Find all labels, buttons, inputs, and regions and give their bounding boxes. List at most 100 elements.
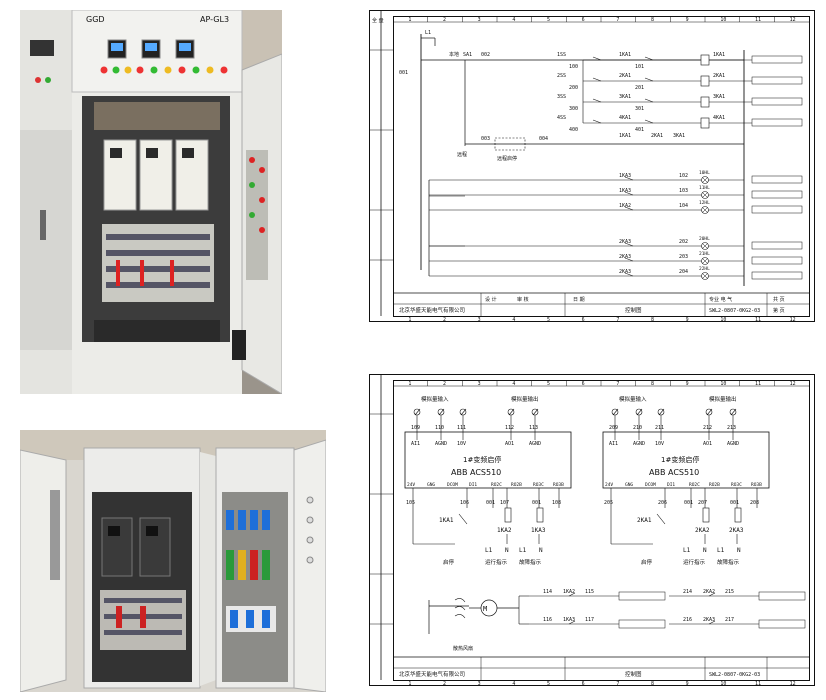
zone-number: 8 (651, 17, 654, 23)
sheet-number-top: 第 页 (773, 307, 785, 314)
output-box (751, 256, 803, 265)
zone-number: 10 (720, 681, 726, 686)
lamp-label: 21HL (699, 251, 710, 257)
meter-row (107, 39, 195, 59)
n-label: N (539, 547, 543, 554)
wire-004: 004 (539, 136, 548, 142)
run-indicator-label: 运行指示 (485, 558, 508, 566)
zone-number: 6 (582, 317, 585, 322)
remote-label: 远程 (457, 151, 467, 158)
cabinet-brand-left: GGD (86, 15, 105, 24)
zone-number: 4 (512, 17, 515, 23)
wire-label: 108 (552, 500, 561, 506)
wire-label: 203 (679, 254, 688, 260)
zone-number: 10 (720, 17, 726, 23)
analog-output-label: 模拟量输出 (511, 395, 539, 403)
lamp-label: 11HL (699, 185, 710, 191)
wire-label: 201 (635, 85, 644, 91)
vfd-box (602, 431, 770, 489)
terminal-number: 110 (435, 425, 444, 431)
zone-number: 6 (582, 381, 585, 387)
pin-label: AO1 (505, 441, 514, 447)
relay-label: 3KA1 (713, 94, 725, 100)
wire-label: 207 (698, 500, 707, 506)
zone-number: 5 (547, 381, 550, 387)
pin-label: RO3B (553, 482, 564, 488)
vfd-title: 1#变频启停 (661, 455, 699, 464)
relay-label: 2KA3 (619, 254, 631, 260)
wire-label: 204 (679, 269, 688, 275)
contactor-label: 3SS (557, 94, 566, 100)
analog-input-label: 模拟量输入 (421, 395, 449, 403)
zone-number: 12 (790, 317, 796, 322)
zone-number: 7 (616, 381, 619, 387)
pin-label: AI1 (411, 441, 420, 447)
relay-label: 1KA3 (531, 527, 546, 534)
zone-number: 12 (790, 681, 796, 686)
analog-output-label: 模拟量输出 (709, 395, 737, 403)
wire-label: 400 (569, 127, 578, 133)
wire-label: 100 (569, 64, 578, 70)
output-box (751, 205, 803, 214)
pin-label: DI1 (469, 482, 477, 488)
wire-label: 001 (730, 500, 739, 506)
remote-start-stop: 远程启停 (497, 155, 517, 162)
company-name-bottom: 北京华盛天能电气有限公司 (399, 670, 465, 678)
wire-label: 001 (532, 500, 541, 506)
breakers-bottom (226, 510, 276, 632)
zone-number: 11 (755, 17, 761, 23)
contactor-label: 2KA1 (619, 73, 631, 79)
pin-label: AGND (727, 441, 739, 447)
zone-number: 1 (408, 317, 411, 322)
zone-number: 12 (790, 381, 796, 387)
wire-label: 117 (585, 617, 594, 623)
relay-label: 1KA3 (619, 173, 631, 179)
terminal-rails (106, 234, 210, 288)
contactor-label: 2SS (557, 73, 566, 79)
zone-number: 2 (443, 381, 446, 387)
zone-number: 11 (755, 681, 761, 686)
vfd-units (103, 139, 209, 211)
pin-label: 24V (407, 482, 415, 488)
pin-label: AGND (435, 441, 447, 447)
output-box (751, 175, 803, 184)
pin-label: 10V (457, 441, 466, 447)
wire-001: 001 (399, 70, 408, 76)
zone-number: 6 (582, 681, 585, 686)
contactor-rows: 1SS1001KA11011KA12SS2002KA12012KA13SS300… (557, 52, 803, 139)
fuse-label: L1 (425, 30, 431, 36)
vfd-model: ABB ACS510 (451, 468, 501, 477)
wire-label: 401 (635, 127, 644, 133)
zone-number: 5 (547, 681, 550, 686)
n-label: N (703, 547, 707, 554)
zone-number: 1 (408, 381, 411, 387)
drawing-title-bottom: 控制图 (625, 670, 642, 678)
l1-label: L1 (717, 547, 725, 554)
zone-number: 9 (686, 17, 689, 23)
wire-label: 202 (679, 239, 688, 245)
l1-label: L1 (683, 547, 691, 554)
wire-003: 003 (481, 136, 490, 142)
output-box (751, 76, 803, 85)
output-box (618, 619, 666, 629)
wire-label: 301 (635, 106, 644, 112)
relay-label: 1KA2 (497, 527, 512, 534)
date-label-top: 日 期 (573, 297, 585, 303)
terminal-number: 209 (609, 425, 618, 431)
run-indicator-label: 运行指示 (683, 558, 706, 566)
relay-coil (536, 507, 544, 523)
corner-label: 全 盘 (372, 17, 384, 24)
wire-label: 116 (543, 617, 552, 623)
wire-label: 107 (500, 500, 509, 506)
wire-label: 216 (683, 617, 692, 623)
vfd-title: 1#变频启停 (463, 455, 501, 464)
coil-symbol (700, 117, 710, 129)
wire-002: 002 (481, 52, 490, 58)
relay-label: 1KA2 (563, 589, 575, 595)
analog-input-label: 模拟量输入 (619, 395, 647, 403)
sheet-total-top: 共 页 (773, 296, 785, 303)
zone-number: 3 (478, 17, 481, 23)
